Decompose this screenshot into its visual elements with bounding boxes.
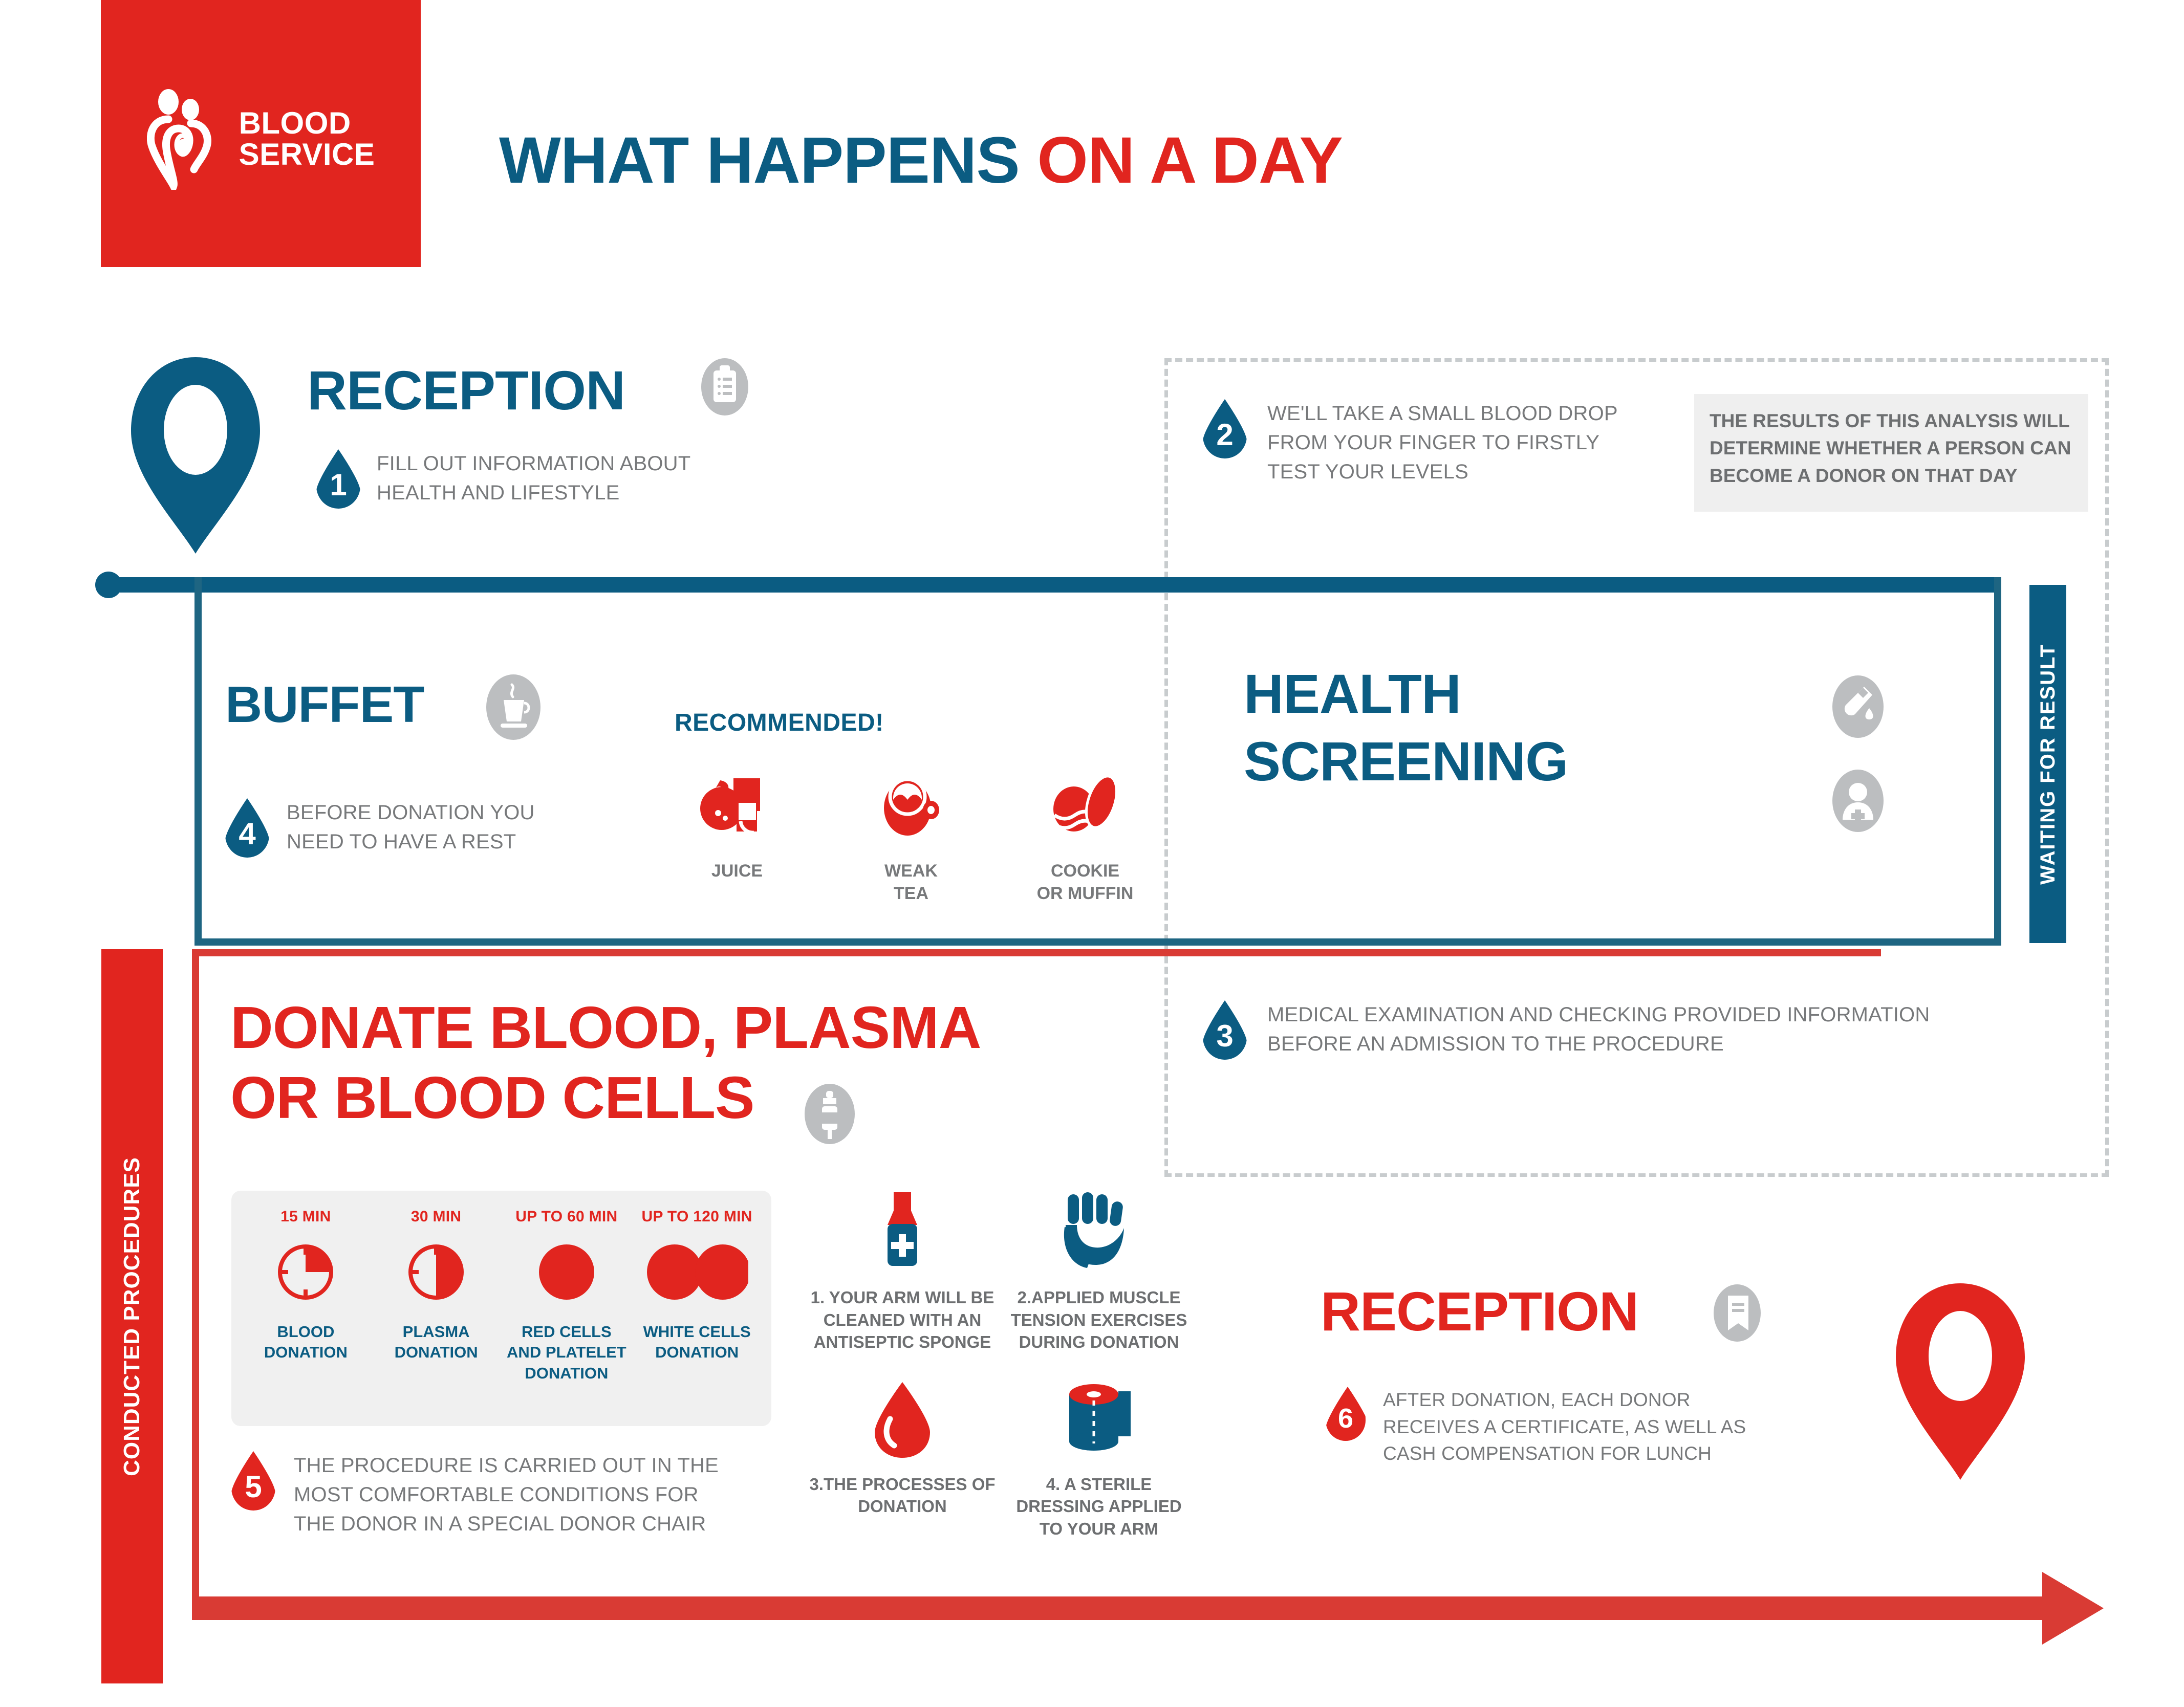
- health-screening-line1: HEALTH: [1244, 663, 1461, 725]
- reception-1-heading: RECEPTION: [307, 359, 625, 421]
- clock-half-icon: [371, 1234, 502, 1310]
- waiting-for-result-bar: WAITING FOR RESULT: [2029, 585, 2066, 943]
- timing-label: WHITE CELLS DONATION: [643, 1323, 751, 1362]
- logo-line-1: BLOOD: [239, 105, 351, 140]
- step-5: 5 THE PROCEDURE IS CARRIED OUT IN THE MO…: [231, 1451, 729, 1538]
- procedure-label: 4. A STERILE DRESSING APPLIED TO YOUR AR…: [1016, 1474, 1182, 1538]
- step-2-note: THE RESULTS OF THIS ANALYSIS WILL DETERM…: [1694, 394, 2088, 512]
- step-5-text: THE PROCEDURE IS CARRIED OUT IN THE MOST…: [294, 1454, 719, 1535]
- donate-line1: DONATE BLOOD, PLASMA: [230, 994, 981, 1061]
- timing-column: UP TO 120 MIN WHITE CELLS DONATION: [632, 1208, 762, 1426]
- food-item-cookie: COOKIE OR MUFFIN: [1008, 757, 1162, 905]
- procedure-label: 1. YOUR ARM WILL BE CLEANED WITH AN ANTI…: [810, 1288, 994, 1352]
- test-tube-icon: [1832, 675, 1884, 738]
- step-1: 1 FILL OUT INFORMATION ABOUT HEALTH AND …: [316, 449, 755, 509]
- health-screening-heading: HEALTH SCREENING: [1244, 660, 1568, 795]
- clock-full-icon: [502, 1234, 632, 1310]
- step-6-badge: 6: [1326, 1387, 1366, 1441]
- procedure-item: 4. A STERILE DRESSING APPLIED TO YOUR AR…: [1003, 1369, 1195, 1540]
- timing-minutes: 30 MIN: [410, 1208, 462, 1225]
- cookie-icon: [1008, 757, 1162, 849]
- procedure-item: 2.APPLIED MUSCLE TENSION EXERCISES DURIN…: [1003, 1182, 1195, 1353]
- step-4-text: BEFORE DONATION YOU NEED TO HAVE A REST: [287, 801, 535, 853]
- map-pin-icon: [131, 357, 260, 554]
- procedure-item: 3.THE PROCESSES OF DONATION: [806, 1369, 999, 1540]
- antiseptic-bottle-icon: [806, 1182, 999, 1274]
- step-6-text: AFTER DONATION, EACH DONOR RECEIVES A CE…: [1383, 1389, 1746, 1464]
- blood-drop-icon: [806, 1369, 999, 1461]
- timing-minutes: 15 MIN: [280, 1208, 331, 1225]
- food-label: JUICE: [711, 861, 763, 881]
- step-2-badge: 2: [1203, 399, 1247, 458]
- buffet-heading: BUFFET: [225, 676, 424, 733]
- timing-minutes: UP TO 60 MIN: [515, 1208, 618, 1225]
- food-label: COOKIE OR MUFFIN: [1036, 861, 1134, 904]
- page-title-red: ON A DAY: [1037, 124, 1343, 197]
- step-4: 4 BEFORE DONATION YOU NEED TO HAVE A RES…: [225, 798, 563, 858]
- page-title-blue: WHAT HAPPENS: [499, 124, 1037, 197]
- procedure-icons-grid: 1. YOUR ARM WILL BE CLEANED WITH AN ANTI…: [806, 1182, 1195, 1540]
- health-screening-dashed-region: [1164, 358, 2109, 1177]
- step-2: 2 WE'LL TAKE A SMALL BLOOD DROP FROM YOU…: [1203, 399, 1626, 486]
- timing-label: BLOOD DONATION: [264, 1323, 348, 1362]
- timing-column: UP TO 60 MIN RED CELLS AND PLATELET DONA…: [502, 1208, 632, 1426]
- recommended-label: RECOMMENDED!: [675, 709, 884, 736]
- step-2-text: WE'LL TAKE A SMALL BLOOD DROP FROM YOUR …: [1267, 402, 1618, 483]
- timing-column: 30 MIN PLASMA DONATION: [371, 1208, 502, 1426]
- step-3-badge: 3: [1203, 1000, 1247, 1060]
- conducted-procedures-bar: CONDUCTED PROCEDURES: [101, 949, 163, 1683]
- buffet-health-blue-box: [194, 577, 2001, 946]
- logo-line-2: SERVICE: [239, 137, 375, 171]
- step-4-badge: 4: [225, 798, 269, 858]
- food-item-juice: JUICE: [660, 757, 814, 905]
- step-5-badge: 5: [231, 1451, 275, 1511]
- conducted-procedures-label: CONDUCTED PROCEDURES: [119, 1156, 145, 1476]
- step-1-text: FILL OUT INFORMATION ABOUT HEALTH AND LI…: [377, 452, 690, 504]
- clock-quarter-icon: [241, 1234, 371, 1310]
- donation-timing-panel: 15 MIN BLOOD DONATION 30 MIN PLASMA DONA…: [231, 1191, 771, 1426]
- fist-hand-icon: [1003, 1182, 1195, 1274]
- juice-carton-icon: [660, 757, 814, 849]
- coffee-cup-icon: [486, 674, 540, 740]
- donate-heading: DONATE BLOOD, PLASMA OR BLOOD CELLS: [230, 993, 981, 1133]
- certificate-icon: [1714, 1284, 1761, 1342]
- step-3: 3 MEDICAL EXAMINATION AND CHECKING PROVI…: [1203, 1000, 1948, 1060]
- food-label: WEAK TEA: [884, 861, 938, 904]
- map-pin-icon: [1896, 1283, 2025, 1480]
- reception-2-heading: RECEPTION: [1321, 1280, 1639, 1342]
- timing-label: PLASMA DONATION: [394, 1323, 478, 1362]
- clipboard-icon: [701, 358, 748, 415]
- step-3-text: MEDICAL EXAMINATION AND CHECKING PROVIDE…: [1267, 1003, 1930, 1055]
- blood-service-heart-people-logo-icon: [146, 89, 211, 190]
- donate-line2: OR BLOOD CELLS: [230, 1064, 755, 1131]
- timeline-blue-rail: [107, 577, 2001, 593]
- health-screening-line2: SCREENING: [1244, 730, 1568, 792]
- procedure-item: 1. YOUR ARM WILL BE CLEANED WITH AN ANTI…: [806, 1182, 999, 1353]
- step-6: 6 AFTER DONATION, EACH DONOR RECEIVES A …: [1326, 1387, 1751, 1468]
- food-item-tea: WEAK TEA: [834, 757, 988, 905]
- timing-label: RED CELLS AND PLATELET DONATION: [507, 1323, 626, 1382]
- timing-minutes: UP TO 120 MIN: [641, 1208, 752, 1225]
- clock-double-icon: [632, 1234, 762, 1310]
- procedure-label: 3.THE PROCESSES OF DONATION: [809, 1474, 996, 1516]
- brand-logo-block: BLOOD SERVICE: [101, 0, 421, 267]
- step-1-badge: 1: [316, 449, 360, 509]
- procedure-label: 2.APPLIED MUSCLE TENSION EXERCISES DURIN…: [1010, 1288, 1187, 1352]
- page-title: WHAT HAPPENS ON A DAY: [499, 123, 1343, 198]
- bottom-arrow-head: [2042, 1572, 2104, 1645]
- timing-column: 15 MIN BLOOD DONATION: [241, 1208, 371, 1426]
- blood-bag-icon: [805, 1084, 855, 1144]
- waiting-for-result-label: WAITING FOR RESULT: [2036, 643, 2059, 885]
- health-screening-icons: [1832, 675, 1884, 832]
- bandage-roll-icon: [1003, 1369, 1195, 1461]
- tea-cup-icon: [834, 757, 988, 849]
- doctor-icon: [1832, 770, 1884, 832]
- recommended-foods: JUICE WEAK TEA COOKIE OR MUFFIN: [660, 757, 1162, 905]
- bottom-arrow-shaft: [192, 1596, 2060, 1620]
